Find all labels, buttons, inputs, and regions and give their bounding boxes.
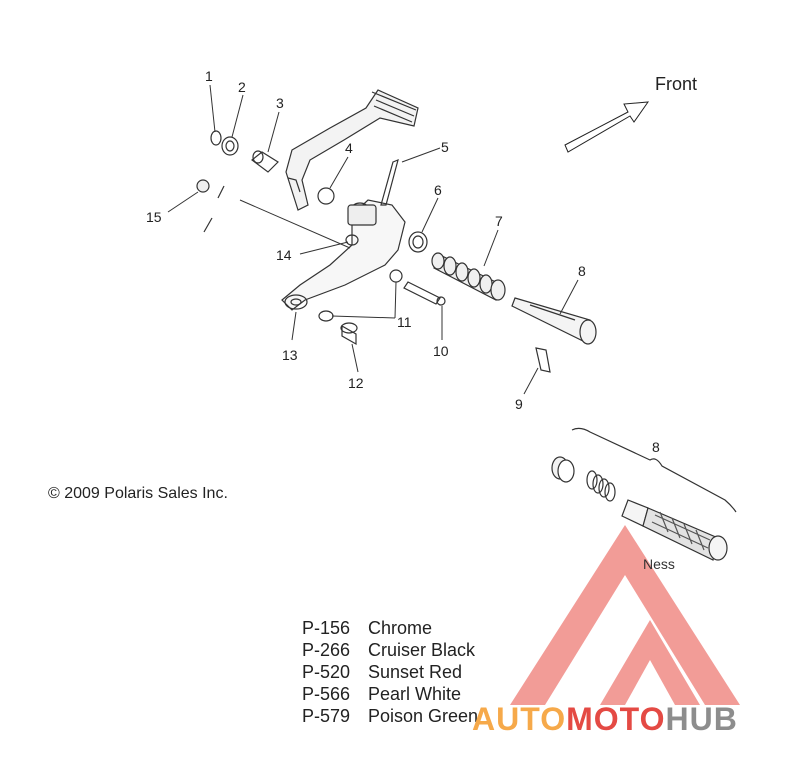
callout-14: 14 (276, 247, 292, 263)
footpeg-kit: 8 (551, 427, 737, 561)
finish-name: Chrome (368, 618, 433, 638)
finish-code: P-156 (302, 618, 351, 638)
finish-name: Pearl White (368, 684, 462, 704)
callout-8: 8 (578, 263, 586, 279)
copyright-notice: © 2009 Polaris Sales Inc. (48, 485, 228, 502)
finish-code: P-566 (302, 684, 351, 704)
front-label: Front (655, 74, 697, 94)
watermark-logo (510, 525, 740, 705)
shift-lever (285, 89, 419, 211)
finish-name: Cruiser Black (368, 640, 476, 660)
finish-option: P-156 Chrome (302, 617, 478, 639)
finish-code: P-520 (302, 662, 351, 682)
callout-10: 10 (433, 343, 449, 359)
front-arrow (564, 101, 650, 153)
brand-part-auto: AUTO (472, 701, 567, 737)
finish-option: P-520 Sunset Red (302, 661, 478, 683)
kit-callout: 8 (652, 439, 660, 455)
callout-11: 11 (397, 314, 412, 330)
footpeg-pin (511, 297, 597, 345)
watermark-brand: AUTOMOTOHUB (472, 701, 738, 738)
finish-name: Sunset Red (368, 662, 463, 682)
callouts: 1 2 3 4 5 6 7 8 9 10 11 12 13 14 15 (146, 68, 586, 412)
finish-option: P-266 Cruiser Black (302, 639, 478, 661)
callout-6: 6 (434, 182, 442, 198)
finish-option: P-566 Pearl White (302, 683, 478, 705)
callout-4: 4 (345, 140, 353, 156)
callout-15: 15 (146, 209, 162, 225)
finish-options-list: P-156 Chrome P-266 Cruiser Black P-520 S… (302, 617, 478, 727)
kit-spring (586, 470, 616, 502)
watermark-tag: Ness (643, 556, 675, 572)
leader-lines (167, 84, 579, 395)
brand-part-hub: HUB (665, 701, 738, 737)
callout-7: 7 (495, 213, 503, 229)
finish-code: P-266 (302, 640, 351, 660)
finish-option: P-579 Poison Green (302, 705, 478, 727)
finish-code: P-579 (302, 706, 351, 726)
callout-1: 1 (205, 68, 213, 84)
callout-3: 3 (276, 95, 284, 111)
brand-part-moto: MOTO (566, 701, 666, 737)
finish-name: Poison Green (368, 706, 479, 726)
pedal-arm (281, 199, 406, 311)
callout-13: 13 (282, 347, 298, 363)
callout-2: 2 (238, 79, 246, 95)
footpeg-rubber (431, 252, 506, 301)
callout-5: 5 (441, 139, 449, 155)
callout-12: 12 (348, 375, 364, 391)
callout-9: 9 (515, 396, 523, 412)
